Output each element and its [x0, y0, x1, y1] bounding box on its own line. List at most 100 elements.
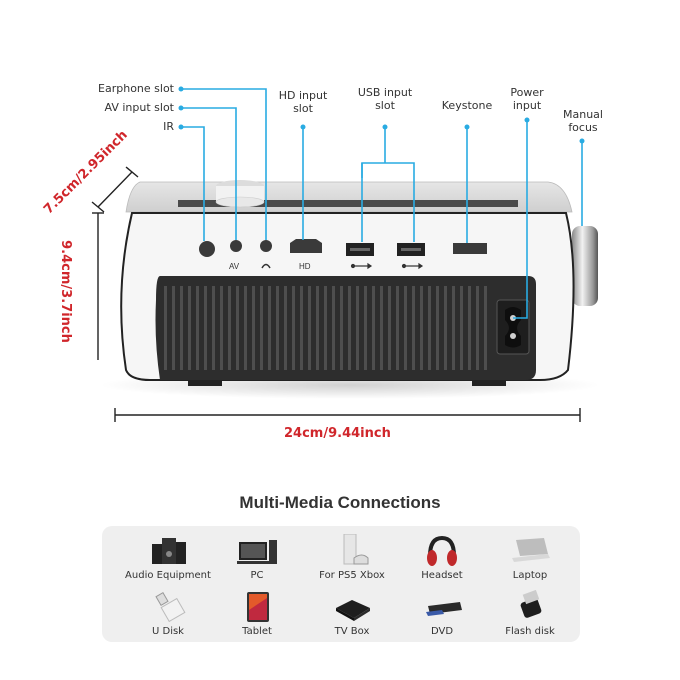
- hdmi-port: [290, 239, 322, 253]
- vent-slat: [436, 286, 439, 370]
- hd-marking: HD: [299, 262, 311, 271]
- tablet-icon: [247, 592, 269, 622]
- device-label: Laptop: [512, 570, 548, 581]
- vent-slat: [228, 286, 231, 370]
- vent-slat: [372, 286, 375, 370]
- vent-slat: [220, 286, 223, 370]
- vent-slat: [404, 286, 407, 370]
- vent-slat: [268, 286, 271, 370]
- vent-slat: [364, 286, 367, 370]
- vent-slat: [204, 286, 207, 370]
- keystone-wheel: [453, 243, 487, 254]
- device-item: TV Box: [304, 586, 400, 640]
- device-item: PC: [209, 530, 305, 584]
- device-label: Headset: [421, 570, 463, 581]
- label-power-input: Power input: [492, 86, 562, 112]
- device-item: Flash disk: [482, 586, 578, 640]
- device-item: U Disk: [120, 586, 216, 640]
- vent-slat: [236, 286, 239, 370]
- device-label: For PS5 Xbox: [319, 570, 385, 581]
- vent-slat: [188, 286, 191, 370]
- label-focus-line1: Manual: [563, 108, 603, 121]
- height-dimension: 9.4cm/3.7inch: [57, 240, 73, 343]
- usb-drive-icon: [155, 591, 186, 623]
- dimension-lines: [91, 166, 581, 422]
- device-label: PC: [250, 570, 264, 581]
- vent-slat: [260, 286, 263, 370]
- headphone-symbol: [261, 263, 271, 269]
- earphone-port: [260, 240, 272, 252]
- vent-slat: [276, 286, 279, 370]
- foot-right: [472, 380, 506, 386]
- vent-slat: [428, 286, 431, 370]
- vent-slat: [476, 286, 479, 370]
- av-port: [230, 240, 242, 252]
- vent-slat: [412, 286, 415, 370]
- vent-slat: [380, 286, 383, 370]
- usb-symbol-1: [350, 262, 373, 270]
- dvd-player-icon: [426, 602, 462, 616]
- vent-slat: [444, 286, 447, 370]
- device-label: DVD: [430, 626, 454, 637]
- device-item: For PS5 Xbox: [304, 530, 400, 584]
- vent-slat: [164, 286, 167, 370]
- vent-slat: [292, 286, 295, 370]
- laptop-icon: [512, 538, 550, 562]
- device-label: Audio Equipment: [125, 570, 211, 581]
- flash-disk-icon: [520, 590, 542, 618]
- label-usb-line1: USB input: [357, 86, 413, 99]
- vent-slat: [484, 286, 487, 370]
- label-power-line2: input: [512, 99, 542, 112]
- vent-slat: [340, 286, 343, 370]
- width-dimension: 24cm/9.44inch: [284, 426, 391, 441]
- focus-knob: [572, 226, 598, 306]
- connections-title: Multi-Media Connections: [239, 493, 441, 512]
- vent-slat: [212, 286, 215, 370]
- vent-slat: [468, 286, 471, 370]
- tv-box-icon: [336, 600, 370, 621]
- vent-slat: [452, 286, 455, 370]
- vent-slat: [196, 286, 199, 370]
- label-usb-line2: slot: [375, 99, 395, 112]
- usb-symbol-2: [401, 262, 424, 270]
- vent-slat: [356, 286, 359, 370]
- device-item: Tablet: [209, 586, 305, 640]
- device-label: Tablet: [242, 626, 272, 637]
- device-label: TV Box: [334, 626, 370, 637]
- projector-diagram: [91, 86, 600, 422]
- game-console-icon: [343, 534, 369, 565]
- label-power-line1: Power: [510, 86, 544, 99]
- label-hd-line2: slot: [293, 102, 313, 115]
- label-focus-line2: focus: [568, 121, 598, 134]
- projector-top: [125, 181, 573, 213]
- vent-slat: [252, 286, 255, 370]
- vent-slat: [308, 286, 311, 370]
- vent-slat: [300, 286, 303, 370]
- label-av-input-slot: AV input slot: [104, 101, 174, 114]
- label-keystone: Keystone: [441, 99, 493, 112]
- vent-slat: [420, 286, 423, 370]
- device-item: Audio Equipment: [120, 530, 216, 584]
- vent-slat: [244, 286, 247, 370]
- device-label: U Disk: [152, 626, 184, 637]
- label-hd-line1: HD input: [278, 89, 328, 102]
- vent-slat: [180, 286, 183, 370]
- label-hd-input-slot: HD input slot: [263, 89, 343, 115]
- headphones-icon: [427, 535, 457, 566]
- vent-slat: [324, 286, 327, 370]
- vent-slat: [396, 286, 399, 370]
- device-label: Flash disk: [505, 626, 555, 637]
- top-vent: [178, 200, 518, 207]
- av-marking: AV: [229, 262, 240, 271]
- callout-lines: [181, 88, 583, 319]
- foot-left: [188, 380, 222, 386]
- callout-dots: [178, 86, 585, 144]
- device-item: Laptop: [482, 530, 578, 584]
- device-item: DVD: [394, 586, 490, 640]
- ir-sensor: [199, 241, 215, 257]
- label-usb-input-slot: USB input slot: [345, 86, 425, 112]
- vent-slat: [316, 286, 319, 370]
- label-earphone-slot: Earphone slot: [98, 82, 174, 95]
- vent-slat: [348, 286, 351, 370]
- vent-slat: [172, 286, 175, 370]
